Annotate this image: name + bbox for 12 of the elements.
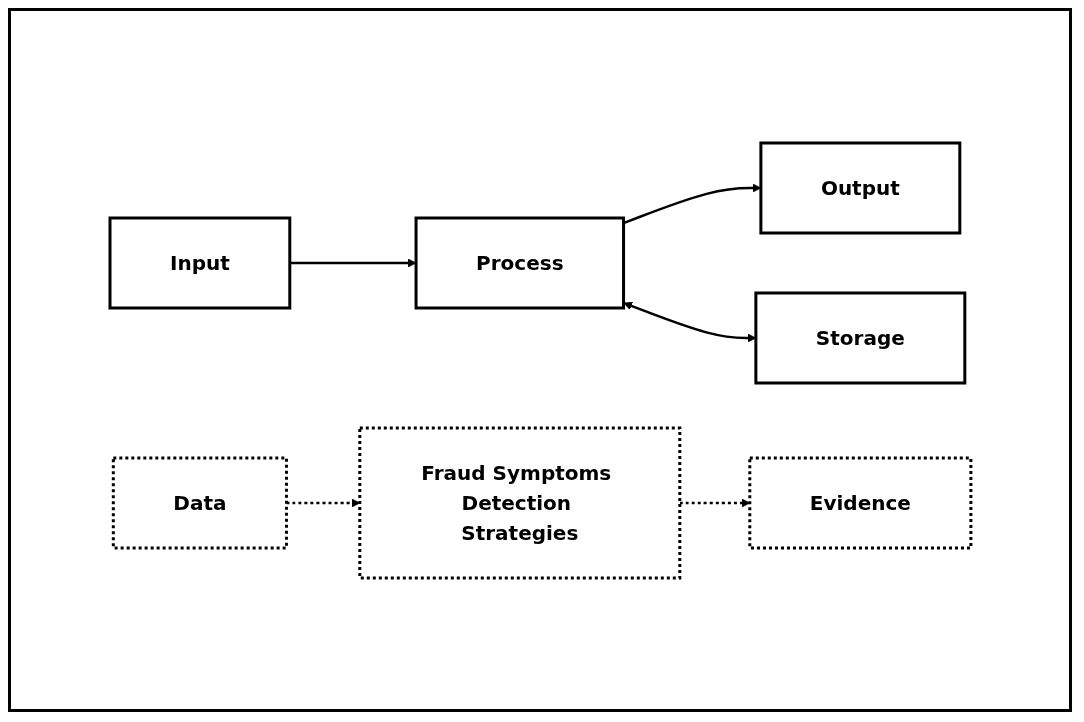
node-box [108,216,291,309]
diagram-frame: Input Process Output Storage Data Fraud Symptoms Detection Strategies Evidence [8,8,1072,712]
arrow [679,498,750,507]
node-box [747,456,972,549]
node-box [414,216,625,309]
node-box [111,456,288,549]
node-box [753,291,966,384]
arrow [623,301,756,342]
node-box [758,141,961,234]
node-box [357,426,681,579]
arrow [286,498,360,507]
arrow [289,258,416,267]
